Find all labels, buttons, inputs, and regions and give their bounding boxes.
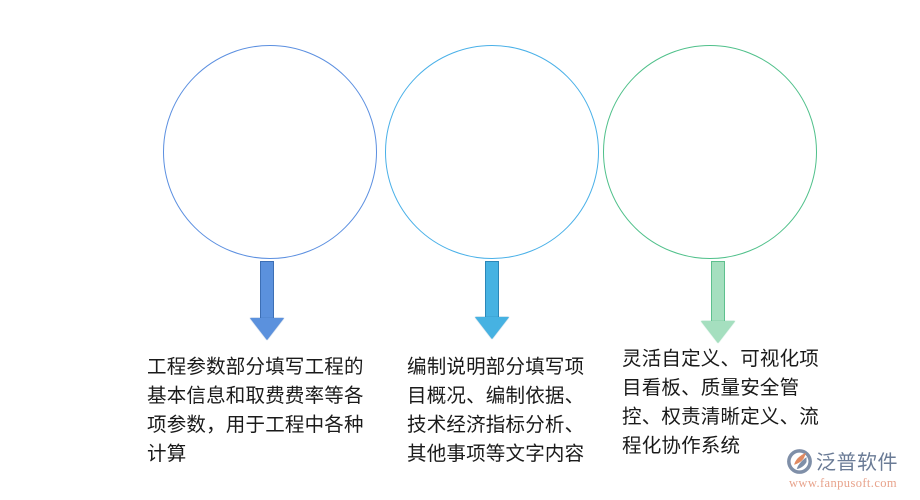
arrow-shaft [711, 261, 725, 321]
arrow-head [475, 317, 509, 339]
arrow-head [701, 321, 735, 343]
callout-text-2: 编制说明部分填写项目概况、编制依据、技术经济指标分析、其他事项等文字内容 [407, 355, 585, 465]
arrow-shaft [260, 261, 274, 318]
watermark-url-text: www.fanpusoft.com [789, 476, 898, 490]
down-arrow-3 [701, 261, 735, 343]
watermark-logo: 泛普软件 www.fanpusoft.com [786, 448, 916, 494]
circle-outline-2 [385, 45, 599, 259]
arrow-head [250, 318, 284, 340]
watermark-brand-text: 泛普软件 [816, 449, 898, 474]
arrow-shaft [485, 261, 499, 317]
down-arrow-2 [475, 261, 509, 339]
fanpu-logo-icon [787, 449, 812, 474]
down-arrow-1 [250, 261, 284, 340]
circle-outline-1 [163, 45, 377, 259]
watermark-brand-row: 泛普软件 [786, 448, 898, 475]
callout-text-3: 灵活自定义、可视化项目看板、质量安全管控、权责清晰定义、流程化协作系统 [622, 347, 820, 457]
circle-outline-3 [603, 45, 817, 259]
callout-text-1: 工程参数部分填写工程的基本信息和取费费率等各项参数，用于工程中各种计算 [147, 355, 364, 465]
